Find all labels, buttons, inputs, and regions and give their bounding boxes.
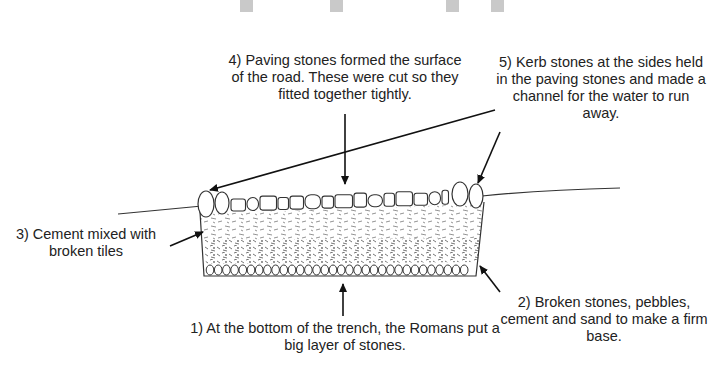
paving-stones	[231, 190, 449, 211]
ground-line	[118, 206, 202, 214]
callout-text: 3) Cement mixed with broken tiles	[6, 226, 166, 260]
kerb-stone	[469, 184, 483, 208]
callout-text: 4) Paving stones formed the surface of t…	[222, 52, 468, 103]
kerb-stone	[198, 191, 214, 217]
trench-outline	[200, 202, 484, 276]
scan-marks	[240, 0, 504, 12]
ground-line	[482, 188, 620, 196]
kerb-stone	[452, 182, 468, 206]
callout-text: 1) At the bottom of the trench, the Roma…	[185, 320, 505, 354]
callout-text: 5) Kerb stones at the sides held in the …	[494, 54, 708, 122]
bottom-stone-layer	[206, 265, 468, 275]
leader-lines	[170, 110, 500, 316]
kerb-stone	[215, 192, 229, 214]
callout-text: 2) Broken stones, pebbles, cement and sa…	[498, 294, 710, 345]
base-layer	[204, 238, 480, 264]
